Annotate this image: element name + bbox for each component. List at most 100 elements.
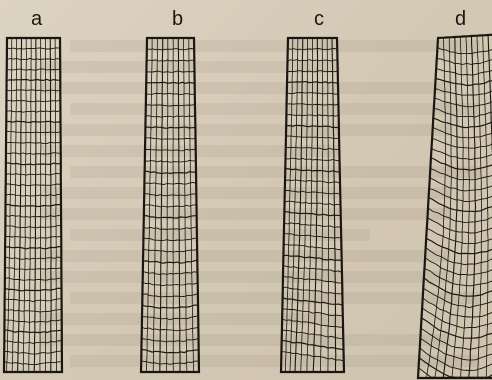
horizontal-grid-line bbox=[7, 69, 61, 70]
horizontal-grid-line bbox=[141, 361, 199, 364]
grid-panel-d bbox=[418, 34, 492, 378]
horizontal-grid-line bbox=[6, 184, 61, 186]
horizontal-grid-line bbox=[144, 227, 197, 230]
vertical-grid-line bbox=[40, 38, 41, 372]
horizontal-grid-line bbox=[419, 358, 492, 378]
horizontal-grid-line bbox=[146, 104, 195, 106]
horizontal-grid-line bbox=[142, 316, 198, 320]
horizontal-grid-line bbox=[6, 131, 60, 132]
horizontal-grid-line bbox=[425, 257, 492, 276]
vertical-grid-line bbox=[178, 38, 180, 372]
horizontal-grid-line bbox=[143, 271, 198, 274]
horizontal-grid-line bbox=[143, 249, 197, 252]
horizontal-grid-line bbox=[144, 205, 197, 207]
horizontal-grid-line bbox=[7, 90, 61, 91]
horizontal-grid-line bbox=[146, 71, 194, 72]
horizontal-grid-line bbox=[285, 169, 340, 172]
horizontal-grid-line bbox=[6, 142, 61, 143]
horizontal-grid-line bbox=[145, 160, 196, 162]
vertical-grid-line bbox=[50, 38, 51, 372]
vertical-grid-line bbox=[469, 36, 476, 378]
horizontal-grid-line bbox=[5, 309, 62, 312]
horizontal-grid-line bbox=[286, 147, 340, 149]
horizontal-grid-line bbox=[435, 85, 492, 95]
horizontal-grid-line bbox=[143, 238, 197, 241]
horizontal-grid-line bbox=[6, 100, 60, 102]
vertical-grid-line bbox=[321, 38, 323, 372]
vertical-grid-line bbox=[153, 38, 157, 372]
vertical-grid-line bbox=[160, 38, 163, 372]
horizontal-grid-line bbox=[427, 216, 492, 233]
grid-panel-c bbox=[281, 38, 344, 372]
horizontal-grid-line bbox=[424, 267, 492, 286]
horizontal-grid-line bbox=[5, 246, 61, 249]
vertical-grid-line bbox=[313, 38, 317, 372]
horizontal-grid-line bbox=[284, 212, 340, 216]
horizontal-grid-line bbox=[142, 327, 199, 331]
grid-panel-b bbox=[141, 38, 199, 372]
horizontal-grid-line bbox=[5, 299, 62, 302]
vertical-grid-line bbox=[483, 35, 488, 378]
horizontal-grid-line bbox=[146, 115, 196, 117]
horizontal-grid-line bbox=[144, 216, 197, 219]
horizontal-grid-line bbox=[144, 182, 196, 184]
horizontal-grid-line bbox=[428, 206, 492, 223]
horizontal-grid-line bbox=[5, 226, 61, 228]
horizontal-grid-line bbox=[146, 82, 195, 83]
horizontal-grid-line bbox=[283, 287, 343, 294]
horizontal-grid-line bbox=[7, 48, 60, 49]
horizontal-grid-line bbox=[146, 94, 195, 95]
horizontal-grid-line bbox=[284, 245, 342, 250]
horizontal-grid-line bbox=[284, 223, 341, 227]
horizontal-grid-line bbox=[145, 171, 196, 173]
horizontal-grid-line bbox=[5, 236, 61, 238]
horizontal-grid-line bbox=[5, 257, 61, 260]
vertical-grid-line bbox=[327, 38, 328, 372]
horizontal-grid-line bbox=[143, 283, 198, 286]
grid-panel-a bbox=[4, 38, 62, 372]
horizontal-grid-line bbox=[430, 176, 492, 191]
horizontal-grid-line bbox=[285, 191, 341, 195]
horizontal-grid-line bbox=[431, 156, 492, 170]
horizontal-grid-line bbox=[147, 60, 195, 61]
vertical-grid-line bbox=[167, 38, 168, 372]
horizontal-grid-line bbox=[283, 276, 342, 283]
horizontal-grid-line bbox=[142, 305, 198, 308]
horizontal-grid-line bbox=[142, 294, 197, 297]
horizontal-grid-line bbox=[285, 201, 341, 205]
horizontal-grid-line bbox=[429, 195, 492, 211]
horizontal-grid-line bbox=[145, 127, 195, 128]
horizontal-grid-line bbox=[5, 278, 62, 280]
horizontal-grid-line bbox=[5, 215, 61, 217]
horizontal-grid-line bbox=[142, 338, 199, 342]
horizontal-grid-line bbox=[426, 247, 492, 265]
horizontal-grid-line bbox=[145, 138, 195, 140]
horizontal-grid-line bbox=[429, 186, 492, 202]
horizontal-grid-line bbox=[6, 204, 62, 206]
horizontal-grid-line bbox=[283, 255, 341, 260]
horizontal-grid-line bbox=[437, 44, 492, 54]
horizontal-grid-line bbox=[285, 180, 340, 184]
horizontal-grid-line bbox=[284, 234, 341, 239]
horizontal-grid-line bbox=[6, 121, 60, 122]
horizontal-grid-line bbox=[5, 288, 62, 291]
horizontal-grid-line bbox=[282, 309, 343, 316]
horizontal-grid-line bbox=[283, 298, 343, 306]
horizontal-grid-line bbox=[141, 350, 198, 353]
horizontal-grid-line bbox=[7, 79, 61, 80]
horizontal-grid-line bbox=[145, 149, 196, 151]
horizontal-grid-line bbox=[424, 277, 492, 296]
horizontal-grid-line bbox=[6, 110, 60, 112]
horizontal-grid-line bbox=[6, 173, 61, 175]
horizontal-grid-line bbox=[432, 146, 492, 160]
horizontal-grid-line bbox=[435, 94, 492, 107]
horizontal-grid-line bbox=[6, 163, 61, 165]
horizontal-grid-line bbox=[6, 194, 61, 196]
horizontal-grid-line bbox=[7, 58, 60, 59]
horizontal-grid-line bbox=[426, 236, 492, 254]
horizontal-grid-line bbox=[143, 260, 197, 263]
horizontal-grid-line bbox=[287, 82, 338, 84]
horizontal-grid-line bbox=[5, 267, 62, 270]
